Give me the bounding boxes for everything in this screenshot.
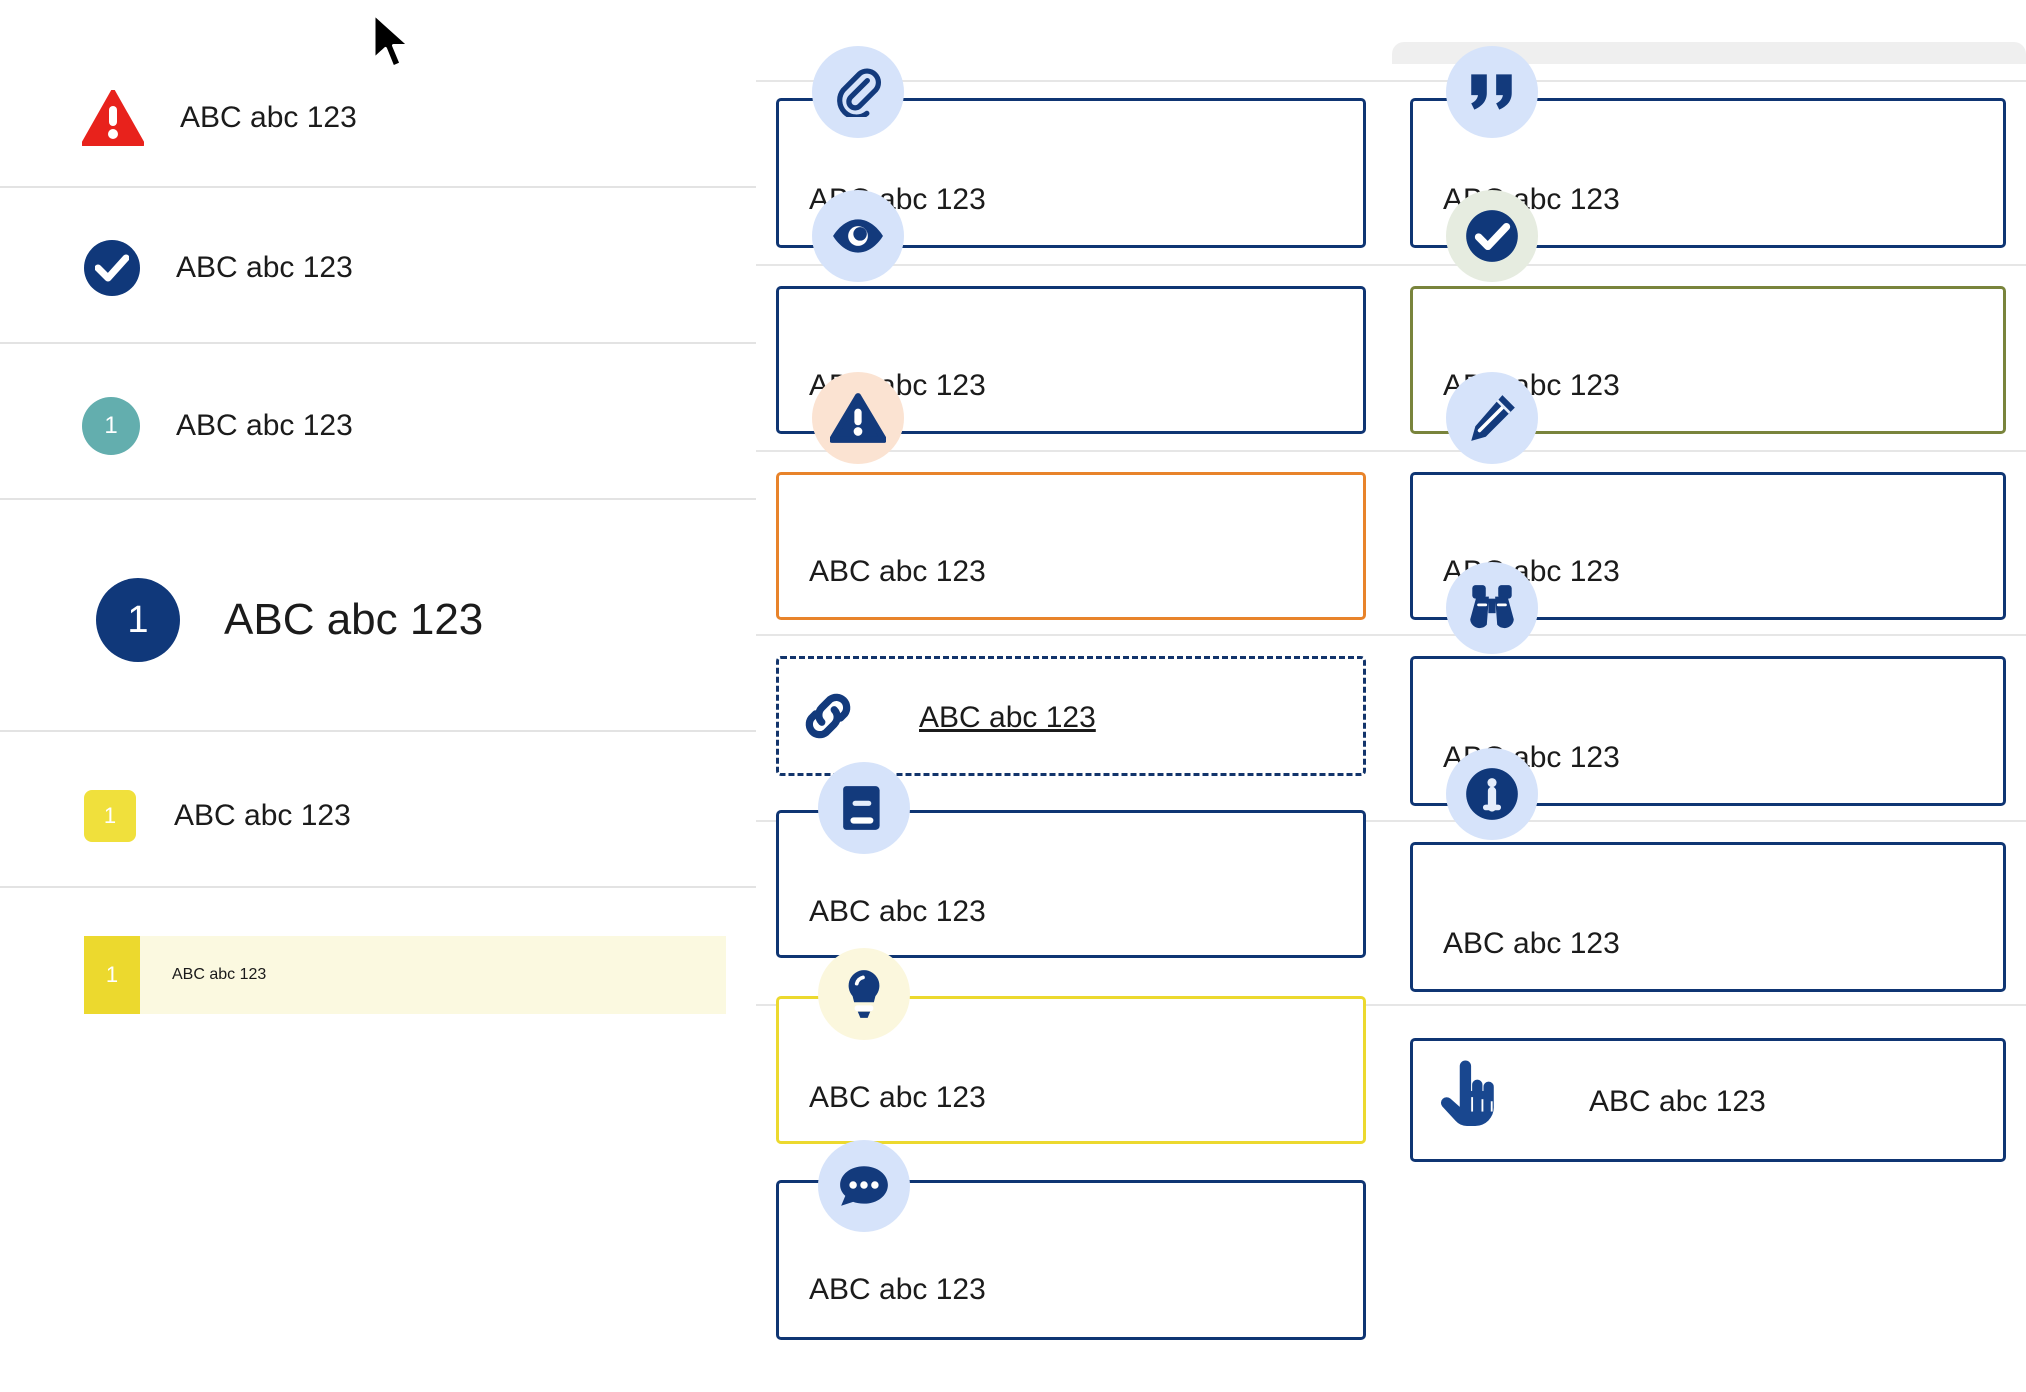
binoculars-icon [1446, 562, 1538, 654]
divider [0, 186, 756, 188]
step-badge-teal: 1 [82, 397, 140, 455]
pointing-hand-icon [1440, 1060, 1496, 1126]
card-link-label: ABC abc 123 [919, 701, 1096, 734]
panel-top-strip [1392, 42, 2026, 64]
background-rule [756, 264, 2026, 266]
left-panel: ABC abc 123 ABC abc 123 1 ABC abc 123 1 … [0, 0, 756, 1392]
step-badge-primary: 1 [96, 578, 180, 662]
background-rule [756, 820, 2026, 822]
sidebar-item-step-primary[interactable]: 1 ABC abc 123 [0, 570, 756, 670]
pencil-icon [1446, 372, 1538, 464]
link-card[interactable]: ABC abc 123 [776, 656, 1366, 776]
card-label: ABC abc 123 [809, 895, 986, 928]
speech-bubble-icon [818, 1140, 910, 1232]
card-label: ABC abc 123 [809, 1273, 986, 1306]
warning-card[interactable]: ABC abc 123 [776, 472, 1366, 620]
card-label: ABC abc 123 [809, 555, 986, 588]
card-label: ABC abc 123 [1443, 927, 1620, 960]
sidebar-item-highlighted[interactable]: 1 ABC abc 123 [84, 936, 726, 1014]
check-circle-icon [1446, 190, 1538, 282]
card-label: ABC abc 123 [1589, 1085, 1766, 1118]
info-card[interactable]: ABC abc 123 [1410, 842, 2006, 992]
info-icon [1446, 748, 1538, 840]
sidebar-item-label: ABC abc 123 [174, 799, 351, 832]
sidebar-item-label: ABC abc 123 [176, 409, 353, 442]
check-circle-icon [84, 240, 140, 296]
step-badge-yellow-flat: 1 [84, 936, 140, 1014]
warning-triangle-icon [82, 90, 144, 146]
quote-icon [1446, 46, 1538, 138]
divider [0, 342, 756, 344]
divider [0, 730, 756, 732]
book-icon [818, 762, 910, 854]
lightbulb-icon [818, 948, 910, 1040]
sidebar-item-label: ABC abc 123 [224, 595, 484, 644]
divider [0, 886, 756, 888]
sidebar-item-label: ABC abc 123 [176, 251, 353, 284]
sidebar-item-label: ABC abc 123 [172, 966, 267, 983]
link-icon [800, 688, 856, 744]
sidebar-item-step-yellow[interactable]: 1 ABC abc 123 [0, 776, 756, 856]
background-rule [756, 450, 2026, 452]
eye-icon [812, 190, 904, 282]
sidebar-item-success[interactable]: ABC abc 123 [0, 228, 756, 308]
paperclip-icon [812, 46, 904, 138]
background-rule [756, 1004, 2026, 1006]
card-label: ABC abc 123 [809, 1081, 986, 1114]
divider [0, 498, 756, 500]
sidebar-item-step-teal[interactable]: 1 ABC abc 123 [0, 386, 756, 466]
step-badge-yellow: 1 [84, 790, 136, 842]
background-rule [756, 80, 2026, 82]
warning-icon [812, 372, 904, 464]
sidebar-item-alert[interactable]: ABC abc 123 [0, 78, 756, 158]
preview-card[interactable]: ABC abc 123 [776, 286, 1366, 434]
action-card[interactable]: ABC abc 123 [1410, 1038, 2006, 1162]
mouse-cursor [370, 12, 422, 81]
sidebar-item-label: ABC abc 123 [180, 101, 357, 134]
background-rule [756, 634, 2026, 636]
